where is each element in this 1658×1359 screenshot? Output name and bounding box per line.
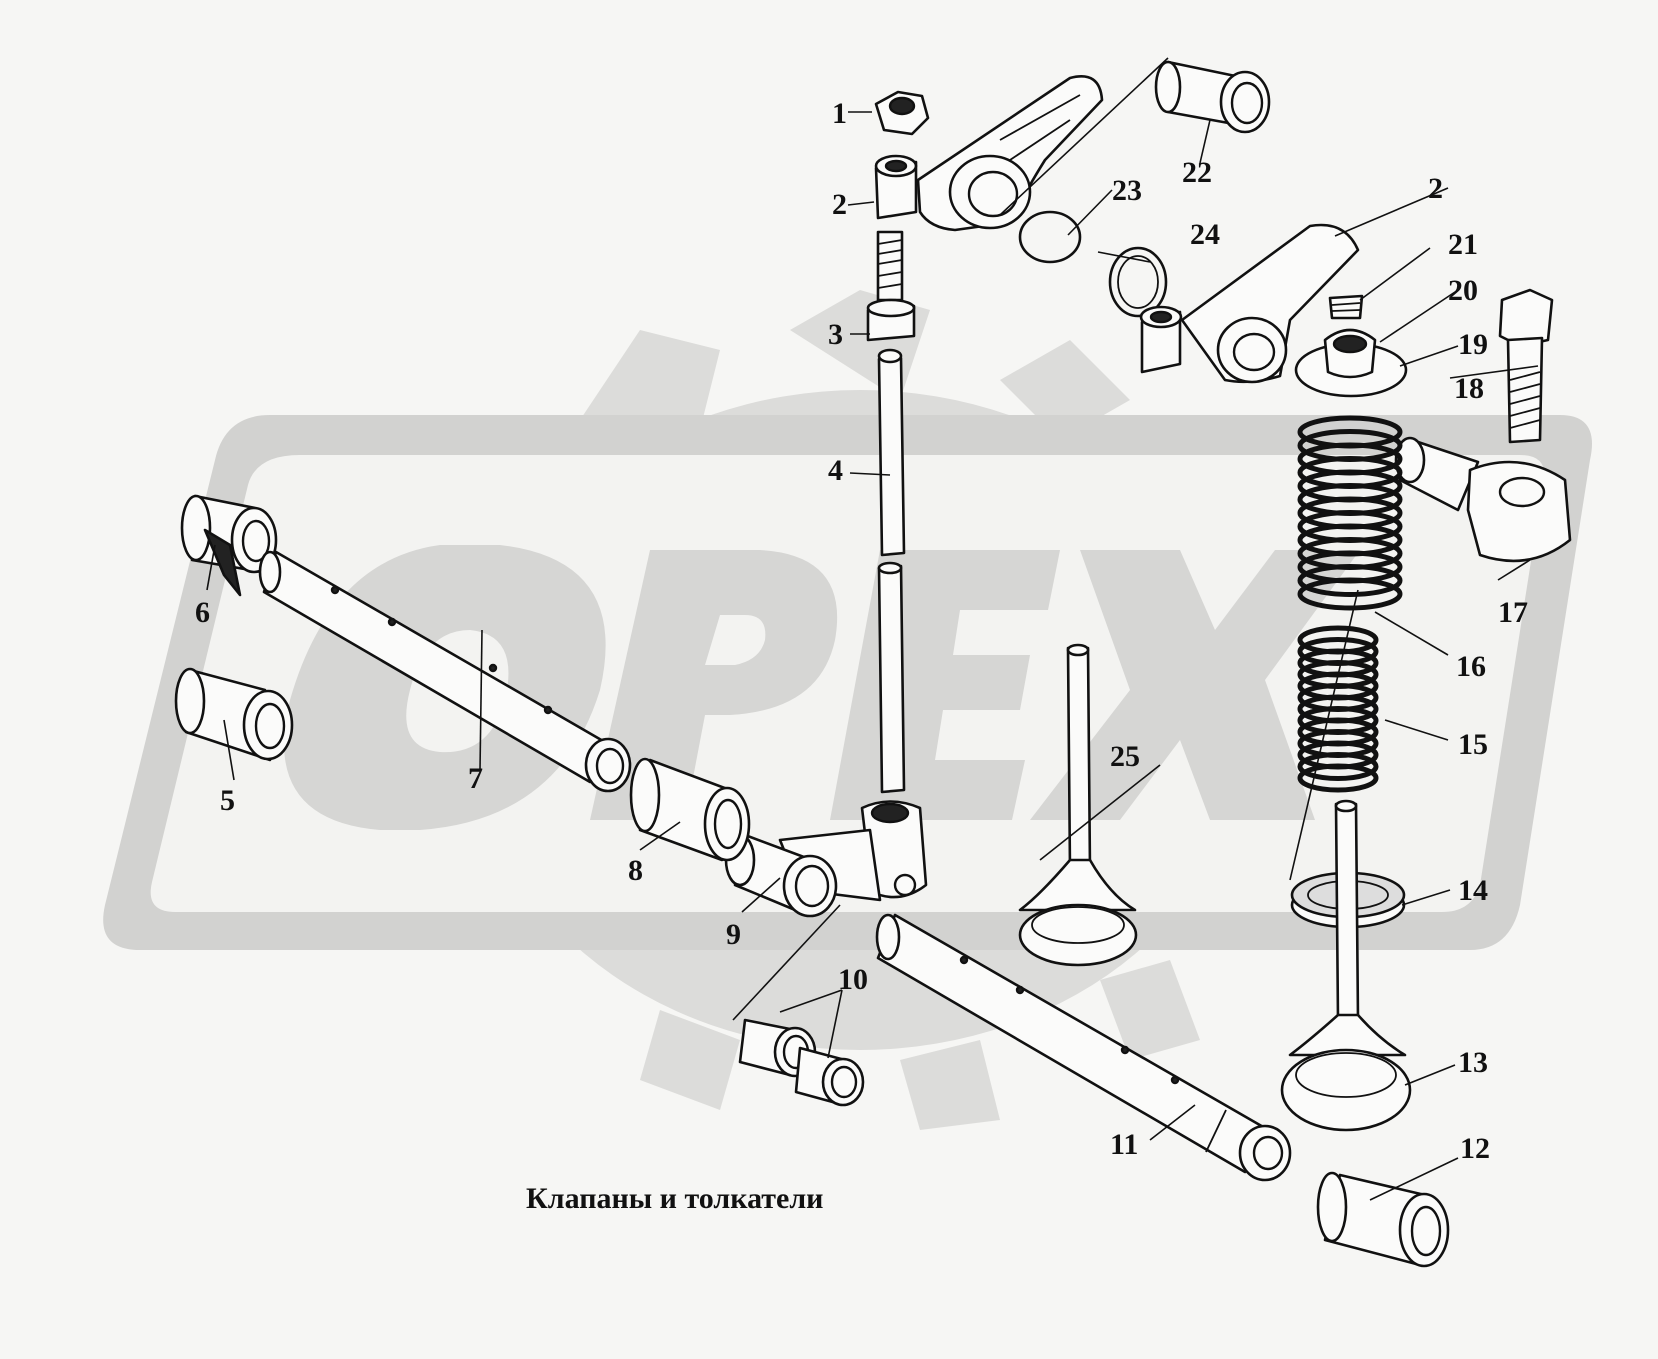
label-25: 25 [1110, 740, 1140, 773]
part-11-shaft [875, 913, 1292, 1182]
label-12: 12 [1460, 1132, 1490, 1165]
part-7-rocker-shaft [258, 550, 632, 793]
label-2-right: 2 [1428, 172, 1443, 205]
label-24: 24 [1190, 218, 1220, 251]
label-18: 18 [1454, 372, 1484, 405]
label-13: 13 [1458, 1046, 1488, 1079]
part-9-rocker-lower [724, 800, 928, 918]
label-5: 5 [220, 784, 235, 817]
part-23-snap-ring [1018, 210, 1082, 264]
label-6: 6 [195, 596, 210, 629]
spring-coil [1297, 752, 1379, 781]
label-8: 8 [628, 854, 643, 887]
part-10-bushes [738, 1018, 865, 1107]
part-tappet-rod [877, 561, 906, 794]
figure-caption: Клапаны и толкатели [526, 1182, 823, 1215]
label-9: 9 [726, 918, 741, 951]
part-2-rocker-top [874, 75, 1104, 232]
label-23: 23 [1112, 174, 1142, 207]
label-2-top: 2 [832, 188, 847, 221]
label-3: 3 [828, 318, 843, 351]
label-20: 20 [1448, 274, 1478, 307]
part-4-push-rod [866, 230, 916, 557]
spring-coil [1297, 564, 1403, 597]
spring-coil [1297, 763, 1379, 793]
label-7: 7 [468, 762, 483, 795]
label-19: 19 [1458, 328, 1488, 361]
label-11: 11 [1110, 1128, 1138, 1161]
part-13-valve [1280, 799, 1412, 1132]
label-22: 22 [1182, 156, 1212, 189]
part-18-bolt [1498, 288, 1554, 444]
spring-coil [1297, 577, 1403, 611]
leader-lines [206, 57, 1539, 1201]
part-19-20-washer-retainer [1294, 328, 1408, 398]
part-6-bracket [180, 494, 278, 597]
part-22-bushing [1154, 60, 1271, 134]
label-15: 15 [1458, 728, 1488, 761]
part-24-ring [1108, 246, 1168, 318]
part-17-adjuster [1394, 436, 1572, 563]
watermark-logo [103, 290, 1592, 1130]
label-17: 17 [1498, 596, 1528, 629]
label-4: 4 [828, 454, 843, 487]
part-labels: 1 2 3 4 5 6 7 8 9 10 11 12 13 14 15 16 1… [195, 97, 1528, 1165]
part-25-valve [1018, 643, 1138, 967]
label-14: 14 [1458, 874, 1488, 907]
label-1: 1 [832, 97, 847, 130]
label-16: 16 [1456, 650, 1486, 683]
label-10: 10 [838, 963, 868, 996]
part-1-nut [874, 90, 930, 136]
part-12-bushing [1316, 1171, 1450, 1268]
part-5-bushing [174, 667, 294, 762]
part-15-inner-spring [1297, 625, 1379, 793]
label-21: 21 [1448, 228, 1478, 261]
part-16-outer-spring [1297, 415, 1403, 611]
parts-drawing [174, 60, 1572, 1268]
part-2-rocker-right [1139, 223, 1360, 384]
part-21-keeper [1328, 294, 1364, 320]
